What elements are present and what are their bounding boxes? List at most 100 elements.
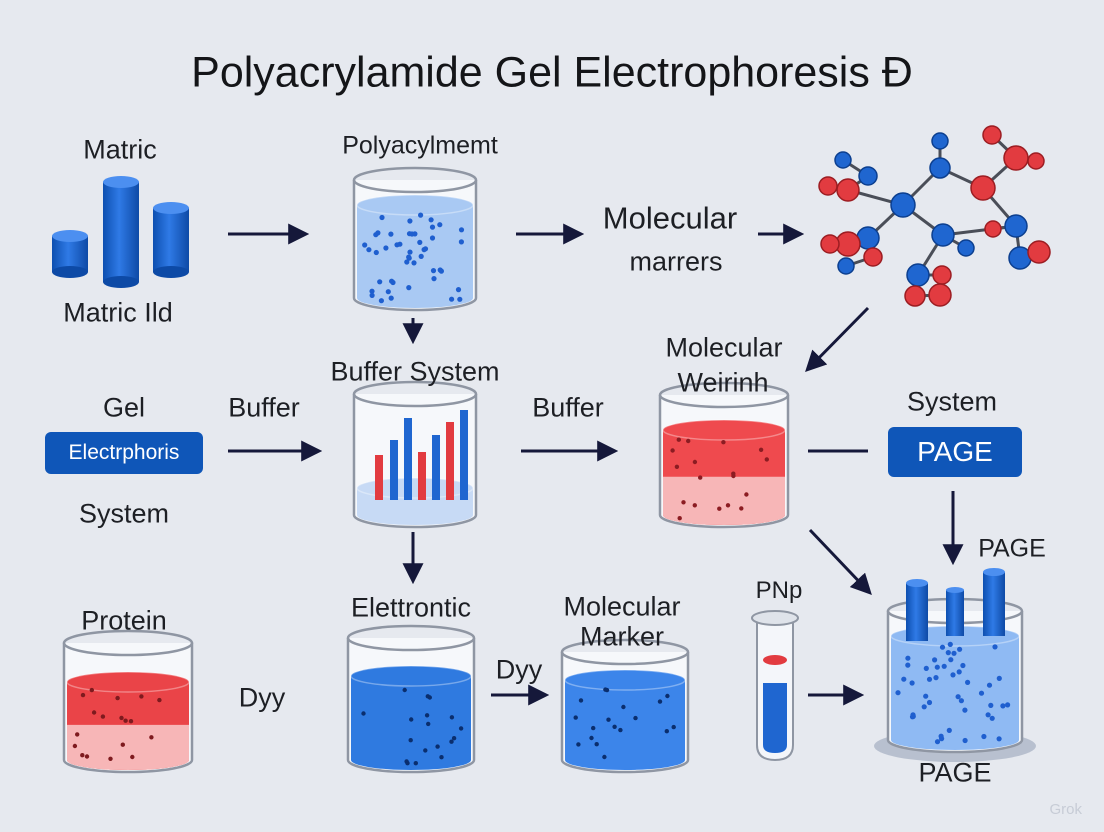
carbon-atom <box>931 223 955 247</box>
particle-dot <box>948 657 954 663</box>
particle-dot <box>686 438 691 444</box>
page-gel-rods-icon <box>906 568 1005 641</box>
particle-dot <box>388 231 394 237</box>
beaker-page <box>874 597 1036 762</box>
particle-dot <box>721 440 726 445</box>
particle-dot <box>957 646 963 652</box>
oxygen-atom <box>928 283 952 307</box>
particle-dot <box>981 733 987 740</box>
particle-dot <box>992 644 998 650</box>
particle-dot <box>956 669 962 675</box>
particle-dot <box>962 737 968 744</box>
particle-dot <box>1000 703 1006 709</box>
particle-dot <box>923 693 929 699</box>
particle-dot <box>426 721 431 727</box>
particle-dot <box>123 718 128 723</box>
particle-dot <box>406 285 412 291</box>
particle-dot <box>612 724 617 729</box>
particle-dot <box>901 676 907 682</box>
particle-dot <box>451 736 457 741</box>
label-buffer-mid: Buffer <box>532 392 604 423</box>
particle-dot <box>362 242 368 248</box>
particle-dot <box>369 288 375 294</box>
particle-dot <box>427 695 432 700</box>
particle-dot <box>422 246 429 252</box>
label-polyacylment: Polyacylmemt <box>342 131 498 160</box>
particle-dot <box>589 735 594 741</box>
particle-dot <box>717 506 722 511</box>
particle-dot <box>411 260 417 266</box>
particle-dot <box>910 712 916 718</box>
oxygen-atom <box>818 176 838 196</box>
particle-dot <box>402 687 407 693</box>
particle-dot <box>409 717 414 722</box>
particle-dot <box>435 744 440 749</box>
oxygen-atom <box>970 175 996 201</box>
particle-dot <box>926 699 933 706</box>
particle-dot <box>674 464 680 469</box>
beaker-molecular-marker <box>560 638 690 774</box>
particle-dot <box>698 475 703 480</box>
carbon-atom <box>858 166 878 186</box>
particle-dot <box>947 641 953 648</box>
matric-cylinders-icon <box>52 176 189 288</box>
beaker-molecular-weight <box>658 381 790 529</box>
particle-dot <box>375 230 381 236</box>
particle-dot <box>407 249 413 255</box>
particle-dot <box>404 259 410 265</box>
particle-dot <box>361 711 366 716</box>
particle-dot <box>379 214 385 221</box>
particle-dot <box>418 212 424 218</box>
particle-dot <box>594 742 599 747</box>
label-molecular-weight-1: Molecular <box>665 332 783 363</box>
carbon-atom <box>931 132 949 150</box>
particle-dot <box>621 704 626 710</box>
carbon-atom <box>1004 214 1028 238</box>
particle-dot <box>75 732 80 737</box>
particle-dot <box>909 680 915 686</box>
particle-dot <box>72 743 78 749</box>
oxygen-atom <box>836 178 860 202</box>
particle-dot <box>430 268 437 274</box>
molecule-structure-icon <box>818 125 1051 307</box>
particle-dot <box>989 715 995 721</box>
beaker-elettrontic <box>346 624 476 774</box>
particle-dot <box>988 702 994 709</box>
beaker-protein <box>62 629 194 774</box>
particle-dot <box>692 503 697 508</box>
particle-dot <box>389 278 395 284</box>
particle-dot <box>424 713 430 718</box>
particle-dot <box>905 655 911 661</box>
particle-dot <box>423 748 428 753</box>
particle-dot <box>996 675 1002 682</box>
flow-arrow <box>808 528 872 596</box>
particle-dot <box>418 253 424 259</box>
particle-dot <box>758 447 764 452</box>
particle-dot <box>406 254 412 260</box>
label-system-left: System <box>78 498 170 529</box>
particle-dot <box>437 267 443 273</box>
particle-dot <box>108 756 113 761</box>
particle-dot <box>946 727 952 734</box>
label-page-right: PAGE <box>978 534 1046 563</box>
particle-dot <box>437 222 443 228</box>
carbon-atom <box>929 157 951 179</box>
particle-dot <box>934 739 941 745</box>
page-title: Polyacrylamide Gel Electrophoresis Đ <box>191 48 913 97</box>
particle-dot <box>80 692 86 698</box>
particle-dot <box>739 506 744 511</box>
label-molecular-weight-2: Weirinh <box>677 367 769 398</box>
particle-dot <box>383 245 389 251</box>
particle-dot <box>941 663 947 669</box>
particle-dot <box>923 665 929 672</box>
beaker-polyacylment <box>352 166 478 312</box>
particle-dot <box>670 448 675 453</box>
particle-dot <box>84 754 90 759</box>
particle-dot <box>939 644 946 650</box>
buffer-system-bars-icon <box>375 410 468 500</box>
particle-dot <box>449 296 455 302</box>
particle-dot <box>996 736 1002 742</box>
oxygen-atom <box>1027 240 1051 264</box>
particle-dot <box>115 695 120 701</box>
electrophoris-badge: Electrphoris <box>45 432 203 474</box>
